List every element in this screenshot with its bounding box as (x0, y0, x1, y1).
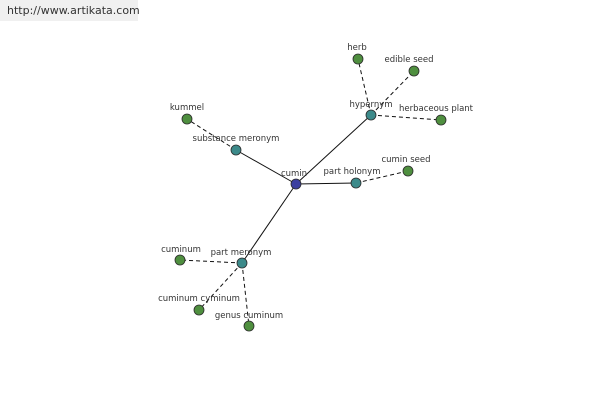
label-part-meronym: part meronym (211, 248, 272, 258)
edge-part-holonym-cumin-seed (355, 170, 409, 184)
label-cumin-seed: cumin seed (381, 155, 430, 165)
edge-substance-meronym-kummel (186, 118, 237, 151)
node-cuminum[interactable] (174, 254, 186, 266)
label-edible-seed: edible seed (385, 55, 434, 65)
edge-part-meronym-cuminum-cyminum (198, 262, 243, 311)
graph-labels: cumin hypernym herb edible seed herbaceous p… (158, 43, 474, 321)
label-cumin: cumin (281, 169, 307, 179)
label-part-holonym: part holonym (324, 167, 381, 177)
edge-hypernym-herb (357, 58, 372, 116)
node-substance-meronym[interactable] (230, 144, 242, 156)
node-edible-seed[interactable] (408, 65, 420, 77)
label-hypernym: hypernym (349, 100, 392, 110)
node-hypernym[interactable] (365, 109, 377, 121)
label-cuminum-cyminum: cuminum cyminum (158, 294, 240, 304)
edge-hypernym (295, 114, 372, 185)
edge-part-holonym (295, 182, 357, 185)
node-cumin-seed[interactable] (402, 165, 414, 177)
label-cuminum: cuminum (161, 245, 201, 255)
node-cumin[interactable] (290, 178, 302, 190)
edge-hypernym-herbaceous-plant (370, 114, 442, 121)
node-herbaceous-plant[interactable] (435, 114, 447, 126)
node-genus-cuminum[interactable] (243, 320, 255, 332)
label-kummel: kummel (170, 103, 204, 113)
label-herb: herb (347, 43, 367, 53)
node-part-meronym[interactable] (236, 257, 248, 269)
label-herbaceous-plant: herbaceous plant (399, 104, 474, 114)
edge-part-meronym-genus-cuminum (241, 262, 250, 327)
label-genus-cuminum: genus cuminum (215, 311, 283, 321)
label-substance-meronym: substance meronym (193, 134, 280, 144)
node-herb[interactable] (352, 53, 364, 65)
node-part-holonym[interactable] (350, 177, 362, 189)
graph-nodes (174, 53, 447, 332)
edge-hypernym-edible-seed (370, 70, 415, 116)
edge-part-meronym (241, 183, 297, 264)
site-url-link[interactable]: http://www.artikata.com (0, 0, 140, 21)
node-cuminum-cyminum[interactable] (193, 304, 205, 316)
graph-edges (179, 58, 442, 327)
edge-part-meronym-cuminum (179, 259, 243, 264)
node-kummel[interactable] (181, 113, 193, 125)
edge-substance-meronym (235, 149, 297, 185)
